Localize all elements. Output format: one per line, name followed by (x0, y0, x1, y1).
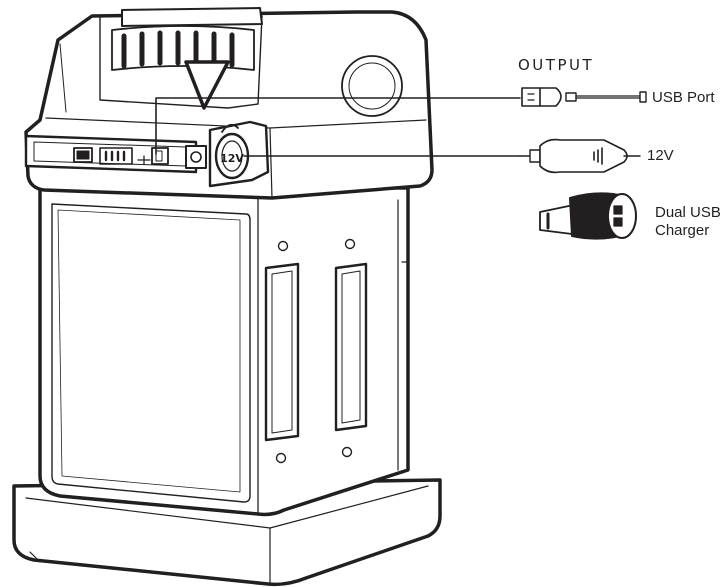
round-button (341, 55, 403, 117)
side-screws (275, 238, 356, 464)
battery-port (73, 147, 93, 163)
usb-leader-line (155, 97, 521, 155)
power-button (185, 145, 207, 169)
output-heading: OUTPUT (518, 56, 595, 74)
usb-port-label: USB Port (652, 89, 715, 106)
dual-usb-label-line1: Dual USB (655, 204, 721, 221)
dual-usb-charger-icon (539, 192, 637, 240)
dual-usb-label-line2: Charger (655, 222, 710, 239)
base-foot (12, 478, 442, 587)
battery-indicator (99, 147, 133, 165)
socket-label-12v: 12V (220, 152, 244, 165)
lower-body (38, 184, 410, 517)
12v-label: 12V (647, 147, 674, 164)
side-recess-right (334, 262, 368, 432)
usb-cable-icon (521, 87, 647, 107)
cigarette-socket (208, 120, 270, 188)
usb-port (137, 147, 169, 165)
carry-handle (99, 7, 263, 110)
12v-plug-icon (519, 138, 641, 174)
side-recess-left (264, 262, 300, 442)
